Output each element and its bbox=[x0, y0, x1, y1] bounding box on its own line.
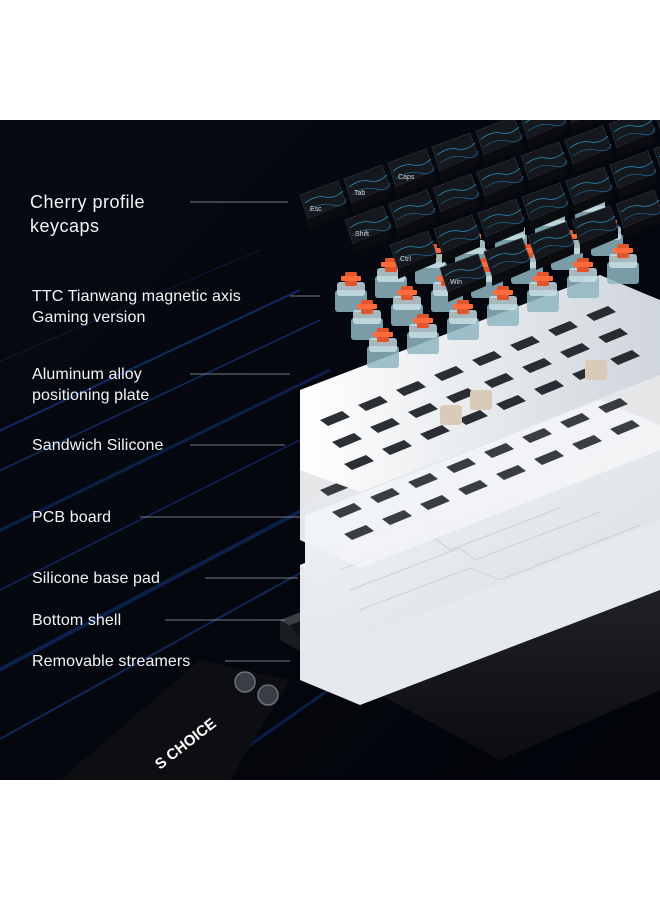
keycap bbox=[483, 237, 531, 286]
plate-switch-cutout bbox=[382, 440, 412, 455]
silicone-cutout bbox=[484, 443, 514, 458]
plate-switch-cutout bbox=[548, 321, 578, 336]
silicone-cutout bbox=[534, 450, 564, 465]
label-pcb-board: PCB board bbox=[32, 509, 112, 526]
keycap bbox=[521, 120, 567, 149]
silicone-cutout bbox=[408, 473, 438, 488]
silicone-cutout bbox=[382, 510, 412, 525]
magnetic-switch bbox=[487, 286, 519, 326]
plate-switch-cutout bbox=[534, 380, 564, 395]
plate-switch-cutout bbox=[446, 388, 476, 403]
plate-switch-cutout bbox=[472, 351, 502, 366]
label-sandwich-silicone: Sandwich Silicone bbox=[32, 437, 164, 454]
keycap bbox=[615, 189, 660, 238]
leader-lines bbox=[140, 201, 320, 662]
plate-switch-cutout bbox=[496, 395, 526, 410]
plate-switch-cutout bbox=[598, 328, 628, 343]
keycap bbox=[608, 120, 656, 158]
silicone-cutout bbox=[572, 435, 602, 450]
keycap bbox=[433, 214, 481, 263]
keycap: Shift bbox=[344, 205, 392, 254]
removable-streamer bbox=[60, 660, 290, 780]
plate-switch-cutout bbox=[610, 350, 640, 365]
keycap bbox=[653, 146, 660, 169]
magnetic-switch bbox=[607, 244, 639, 284]
magnetic-switch bbox=[527, 272, 559, 312]
keycap-legend: Esc bbox=[310, 206, 322, 213]
magnetic-switch bbox=[447, 300, 479, 340]
keycap bbox=[432, 173, 480, 222]
label-bottom-shell: Bottom shell bbox=[32, 612, 122, 629]
keycap bbox=[564, 125, 612, 174]
keycap bbox=[520, 141, 568, 190]
aluminum-plate-layer bbox=[300, 275, 660, 492]
plate-switch-cutout bbox=[522, 358, 552, 373]
silicone-cutout bbox=[446, 458, 476, 473]
plate-switch-cutout bbox=[458, 410, 488, 425]
label-keycaps: Cherry profile keycaps bbox=[30, 192, 146, 236]
label-silicone-base-pad: Silicone base pad bbox=[32, 570, 161, 587]
keycap bbox=[570, 120, 603, 133]
magnetic-switch bbox=[367, 328, 399, 368]
magnetic-switch bbox=[407, 314, 439, 354]
keycap bbox=[565, 166, 613, 215]
plate-switch-cutout bbox=[586, 306, 616, 321]
plate-switch-cutout bbox=[408, 403, 438, 418]
keycap-legend: Tab bbox=[354, 190, 365, 197]
keycap-legend: Win bbox=[450, 279, 462, 286]
plate-switch-cutout bbox=[396, 381, 426, 396]
keycap bbox=[477, 198, 525, 247]
keycap bbox=[656, 120, 660, 131]
keycap-legend: Ctrl bbox=[400, 256, 411, 263]
keycap bbox=[431, 132, 479, 181]
keycap bbox=[476, 157, 524, 206]
label-positioning-plate: Aluminum alloy positioning plate bbox=[32, 366, 150, 404]
plate-switch-cutout bbox=[332, 433, 362, 448]
keycap: Esc bbox=[299, 180, 347, 229]
silicone-cutout bbox=[598, 398, 628, 413]
silicone-cutout bbox=[370, 488, 400, 503]
plate-switch-cutout bbox=[344, 455, 374, 470]
keycap bbox=[521, 182, 569, 231]
silicone-cutout bbox=[344, 525, 374, 540]
keycap bbox=[475, 120, 523, 165]
silicone-cutout bbox=[560, 413, 590, 428]
silicone-cutout bbox=[458, 480, 488, 495]
label-switches: TTC Tianwang magnetic axis Gaming versio… bbox=[32, 288, 241, 326]
plate-switch-cutout bbox=[358, 396, 388, 411]
keycap: Ctrl bbox=[389, 230, 437, 279]
keycap bbox=[527, 221, 575, 270]
plate-switch-cutout bbox=[420, 425, 450, 440]
keycap bbox=[388, 189, 436, 238]
keycap: Tab bbox=[343, 164, 391, 213]
plate-switch-cutout bbox=[320, 411, 350, 426]
plate-switch-cutout bbox=[560, 343, 590, 358]
keycap-legend: Caps bbox=[398, 174, 415, 181]
silicone-cutout bbox=[522, 428, 552, 443]
keycap: Win bbox=[439, 253, 487, 302]
silicone-cutout bbox=[610, 420, 640, 435]
keycap bbox=[609, 150, 657, 199]
plate-switch-cutout bbox=[370, 418, 400, 433]
plate-switch-cutout bbox=[484, 373, 514, 388]
plate-switch-cutout bbox=[510, 336, 540, 351]
silicone-cutout bbox=[332, 503, 362, 518]
silicone-cutout bbox=[496, 465, 526, 480]
keycap: Caps bbox=[387, 148, 435, 197]
silicone-cutout bbox=[420, 495, 450, 510]
keycap bbox=[571, 205, 619, 254]
keycap-legend: Shift bbox=[355, 231, 369, 238]
magnetic-switch bbox=[391, 286, 423, 326]
label-removable-streamers: Removable streamers bbox=[32, 653, 191, 670]
magnetic-switch bbox=[567, 258, 599, 298]
plate-switch-cutout bbox=[434, 366, 464, 381]
